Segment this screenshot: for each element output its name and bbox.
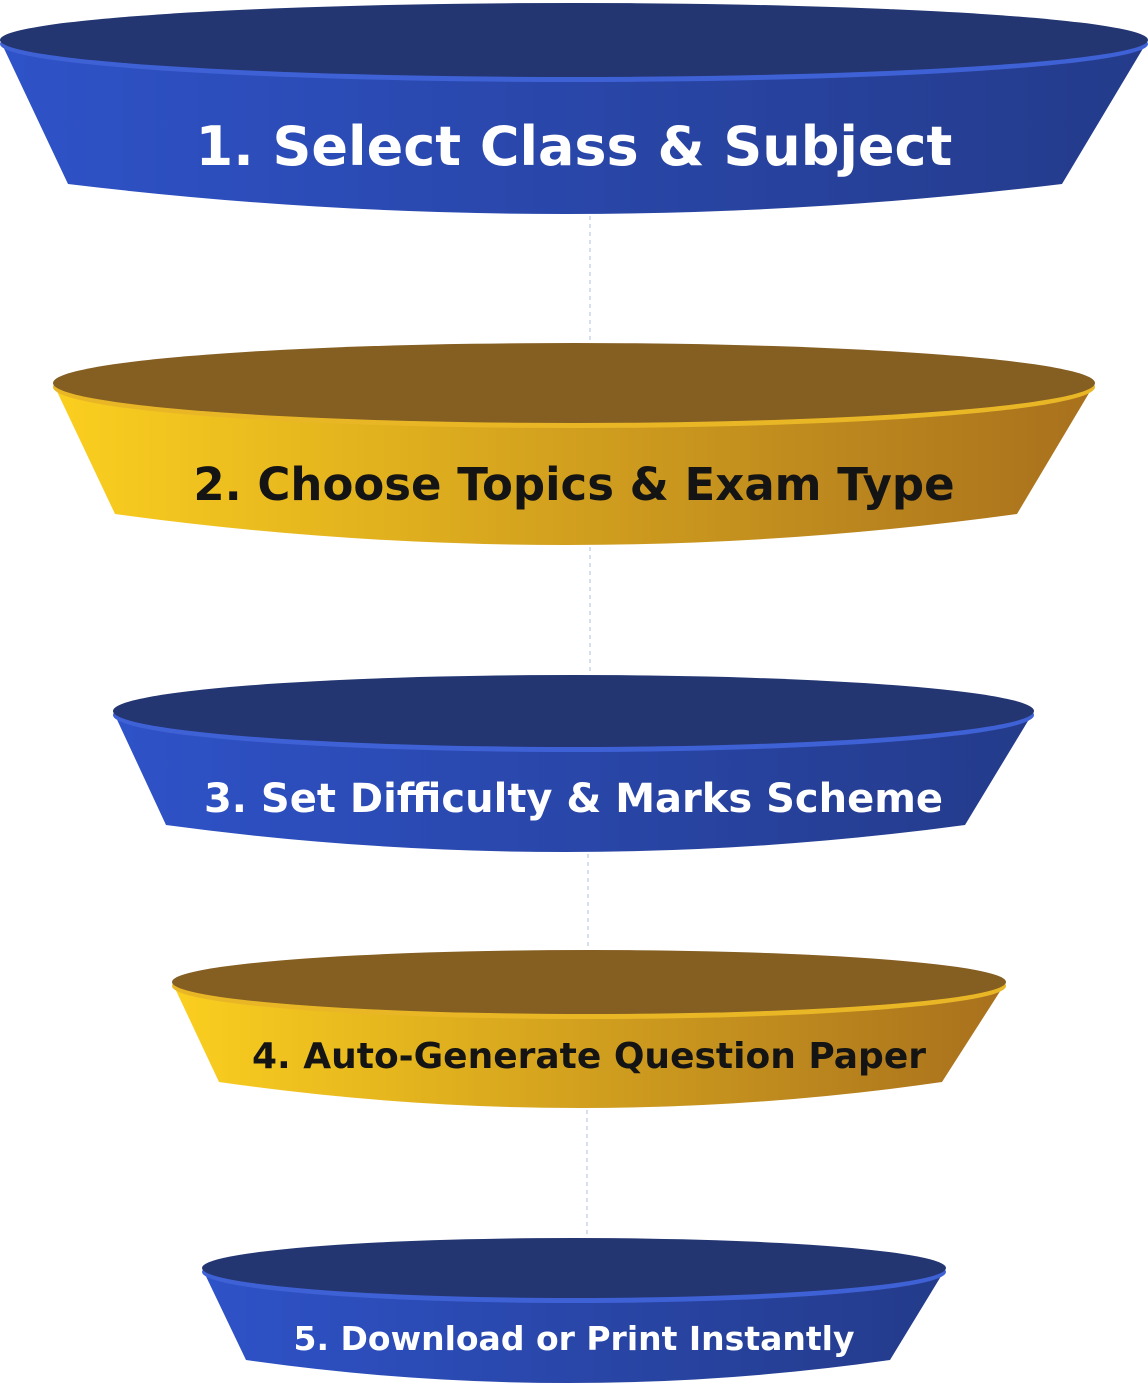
funnel-stage-4: 4. Auto-Generate Question Paper bbox=[172, 950, 1006, 1108]
funnel-stage-5: 5. Download or Print Instantly bbox=[202, 1238, 946, 1383]
funnel-stage-3: 3. Set Difficulty & Marks Scheme bbox=[113, 675, 1034, 852]
stage-body bbox=[0, 40, 1148, 214]
stage-layer: 1. Select Class & Subject 2. Choose Topic… bbox=[0, 3, 1148, 1383]
stage-label-2: 2. Choose Topics & Exam Type bbox=[193, 458, 954, 511]
stage-label-5: 5. Download or Print Instantly bbox=[294, 1319, 855, 1358]
stage-label-3: 3. Set Difficulty & Marks Scheme bbox=[204, 776, 943, 822]
stage-label-1: 1. Select Class & Subject bbox=[196, 115, 953, 178]
stage-label-4: 4. Auto-Generate Question Paper bbox=[252, 1036, 926, 1077]
stage-top bbox=[53, 343, 1095, 423]
connector-layer bbox=[586, 216, 591, 1243]
stage-top bbox=[202, 1238, 946, 1298]
funnel-stage-2: 2. Choose Topics & Exam Type bbox=[53, 343, 1095, 545]
stage-top bbox=[113, 675, 1034, 747]
stage-top bbox=[0, 3, 1148, 77]
stage-body bbox=[53, 383, 1095, 545]
stage-top bbox=[172, 950, 1006, 1014]
funnel-stage-1: 1. Select Class & Subject bbox=[0, 3, 1148, 214]
